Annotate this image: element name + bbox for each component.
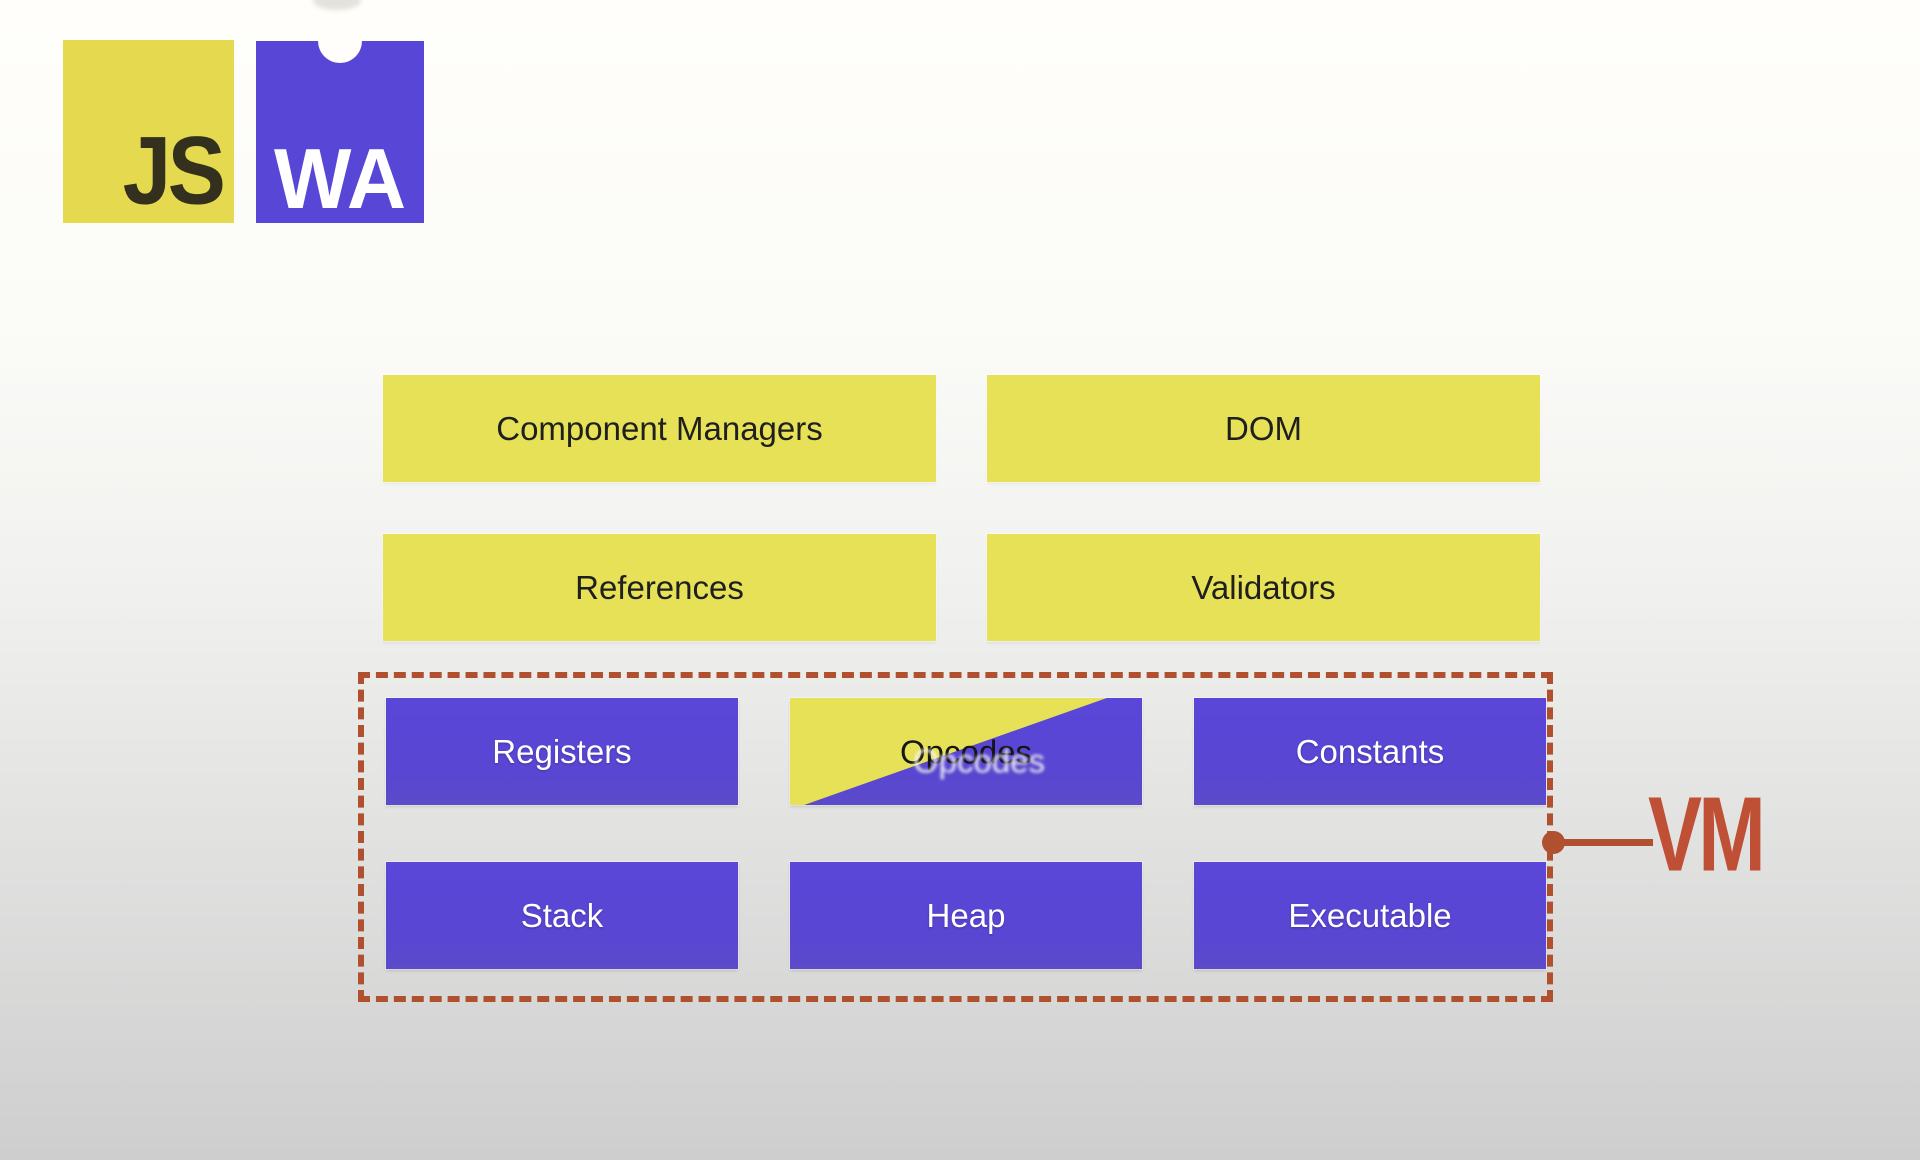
node-registers: Registers — [386, 698, 738, 805]
node-label: Opcodes — [899, 733, 1033, 770]
node-label: Registers — [492, 733, 632, 770]
node-label: Executable — [1288, 897, 1452, 934]
node-stack: Stack — [386, 862, 738, 969]
node-dom: DOM — [987, 375, 1540, 482]
node-label: DOM — [1225, 410, 1302, 447]
javascript-logo-text: JS — [122, 116, 225, 225]
node-label: Constants — [1295, 733, 1445, 770]
node-label: References — [575, 569, 744, 606]
node-label: Validators — [1191, 569, 1336, 606]
node-label: Stack — [520, 897, 604, 934]
webassembly-logo-notch — [318, 19, 362, 63]
node-heap: Heap — [790, 862, 1142, 969]
node-executable: Executable — [1194, 862, 1546, 969]
vm-group-label: VM — [1648, 775, 1766, 895]
webassembly-logo-text: WA — [273, 132, 407, 227]
node-label: Component Managers — [496, 410, 823, 447]
vm-callout-dot — [1542, 831, 1565, 854]
node-opcodes-transition: Opcodes Opcodes — [790, 698, 1142, 805]
node-label: Heap — [926, 897, 1006, 934]
node-label-ghost: Opcodes — [912, 742, 1046, 779]
node-constants: Constants — [1194, 698, 1546, 805]
vm-callout-line — [1555, 839, 1653, 846]
node-references: References — [383, 534, 936, 641]
webassembly-logo: WA — [256, 19, 424, 227]
javascript-logo: JS — [63, 40, 234, 223]
node-component-managers: Component Managers — [383, 375, 936, 482]
node-validators: Validators — [987, 534, 1540, 641]
cutoff-shape-top — [313, 0, 361, 10]
